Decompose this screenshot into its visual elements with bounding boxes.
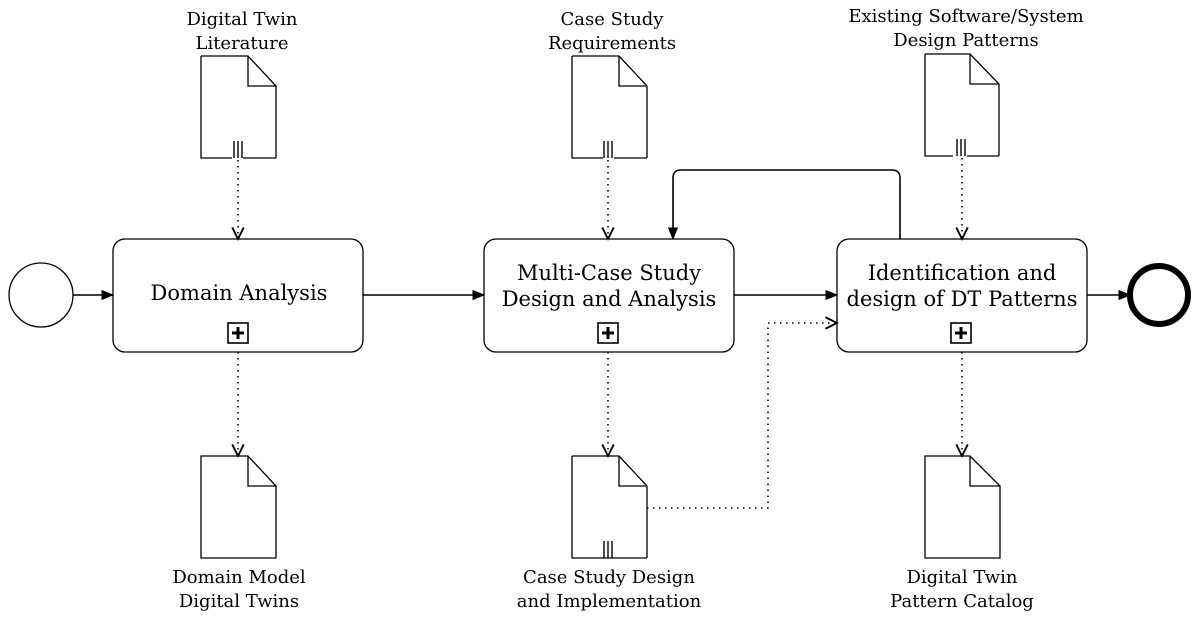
document-icon	[571, 455, 648, 559]
doc-label-line1: Digital Twin	[186, 9, 297, 30]
collection-marker	[603, 541, 613, 558]
doc-existing-design-patterns: Existing Software/System Design Patterns	[848, 6, 1084, 157]
doc-label-line2: and Implementation	[517, 591, 702, 612]
doc-case-study-design: Case Study Design and Implementation	[517, 455, 702, 612]
task-identification: Identification and design of DT Patterns	[836, 238, 1088, 353]
task-label-line2: design of DT Patterns	[847, 287, 1078, 311]
document-icon	[571, 55, 648, 159]
document-icon	[924, 53, 1000, 157]
task-multi-case-study: Multi-Case Study Design and Analysis	[483, 238, 735, 353]
start-event	[8, 262, 74, 328]
doc-domain-model: Domain Model Digital Twins	[172, 455, 306, 612]
task-domain-analysis: Domain Analysis	[112, 238, 364, 353]
task-label: Domain Analysis	[151, 281, 328, 305]
doc-label-line1: Digital Twin	[906, 567, 1017, 588]
subprocess-plus-icon	[597, 322, 619, 344]
subprocess-plus-icon	[227, 322, 249, 344]
document-icon	[200, 455, 277, 559]
doc-label-line2: Requirements	[548, 33, 676, 54]
document-icon	[200, 55, 277, 159]
flow-feedback-loop	[667, 169, 901, 241]
assoc-design-to-identification	[647, 323, 837, 509]
subprocess-plus-icon	[950, 322, 972, 344]
doc-label-line1: Domain Model	[172, 567, 306, 588]
doc-label-line1: Case Study	[561, 9, 665, 30]
doc-digital-twin-literature: Digital Twin Literature	[186, 9, 298, 159]
collection-marker	[603, 141, 613, 158]
doc-label-line2: Design Patterns	[893, 30, 1039, 51]
doc-pattern-catalog: Digital Twin Pattern Catalog	[890, 455, 1034, 612]
end-event	[1127, 263, 1191, 327]
doc-label-line2: Literature	[195, 33, 288, 54]
collection-marker	[956, 139, 966, 156]
doc-label-line2: Digital Twins	[179, 591, 299, 612]
doc-case-study-requirements: Case Study Requirements	[548, 9, 676, 159]
doc-label-line1: Existing Software/System	[848, 6, 1083, 27]
task-label-line2: Design and Analysis	[502, 287, 717, 311]
document-icon	[924, 455, 1001, 559]
doc-label-line2: Pattern Catalog	[890, 591, 1034, 612]
collection-marker	[233, 141, 243, 158]
task-label-line1: Identification and	[868, 261, 1057, 285]
task-label-line1: Multi-Case Study	[517, 261, 701, 285]
doc-label-line1: Case Study Design	[523, 567, 695, 588]
